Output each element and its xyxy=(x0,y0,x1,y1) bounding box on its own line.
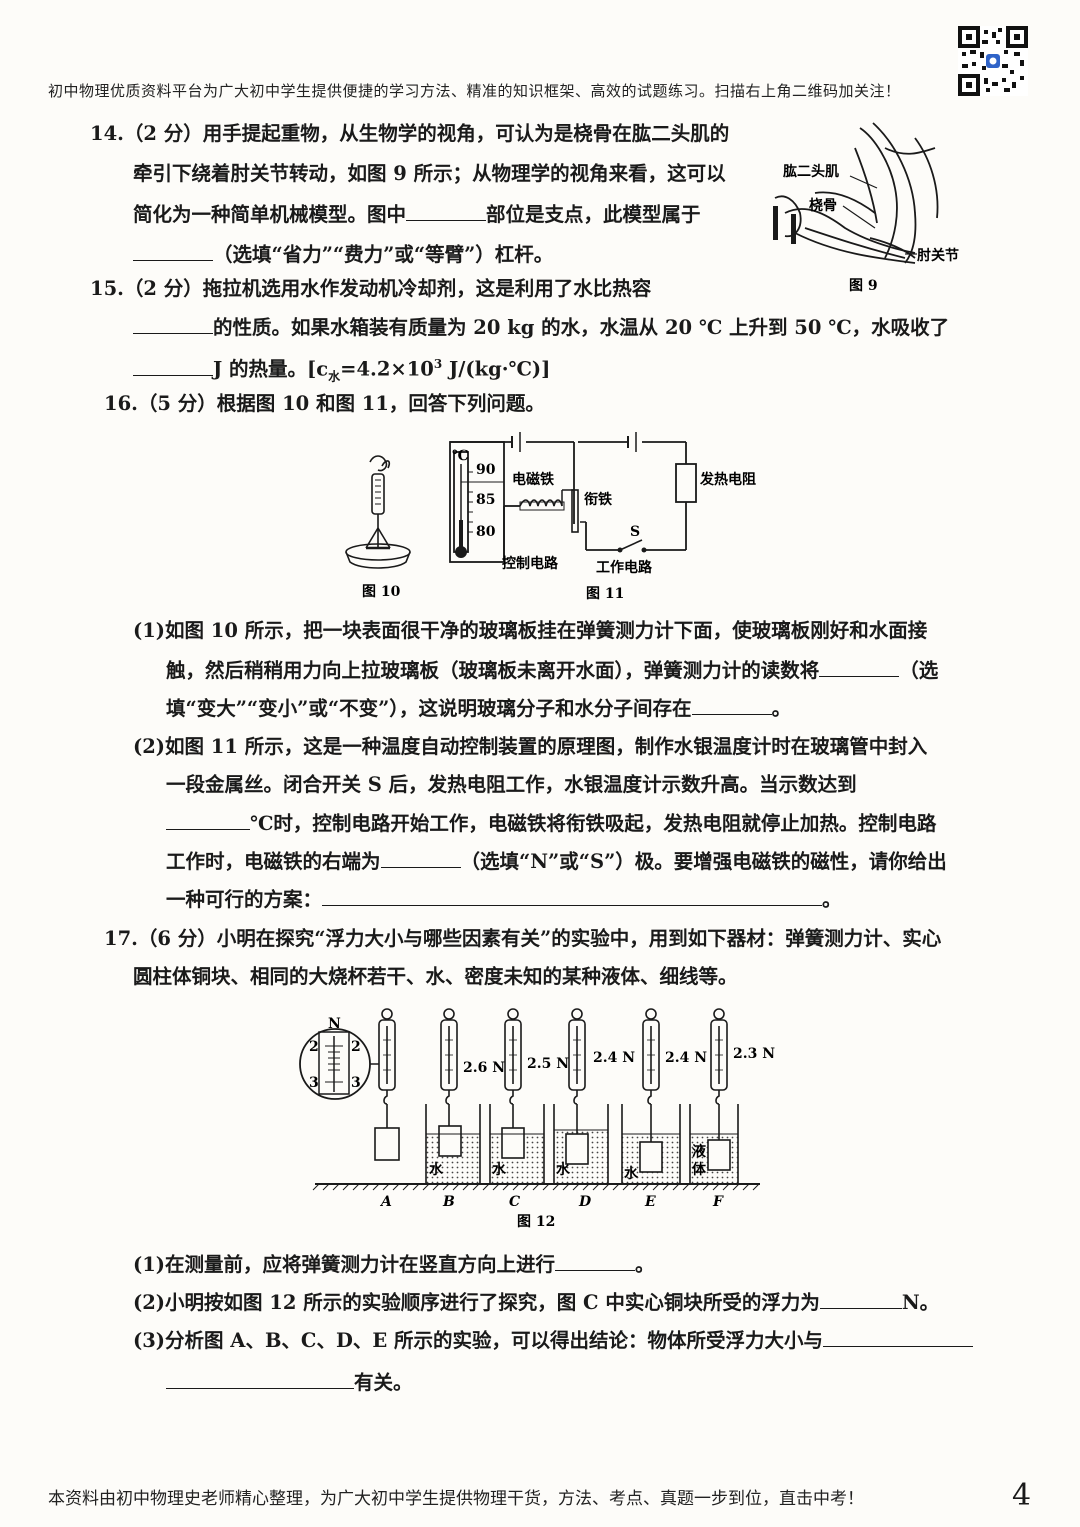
page-number: 4 xyxy=(1012,1478,1032,1513)
figure-12-buoyancy: N 2 2 3 3 xyxy=(299,1008,775,1230)
fig9-radius-label: 桡骨 xyxy=(809,197,837,214)
fig11-control-circuit-label: 控制电路 xyxy=(502,555,559,572)
q16-blank-force[interactable] xyxy=(691,694,772,715)
fig11-tick-80: 80 xyxy=(476,524,496,540)
q14-line1: 14.（2 分）用手提起重物，从生物学的视角，可认为是桡骨在肱二头肌的 xyxy=(90,122,730,145)
fig11-work-circuit-label: 工作电路 xyxy=(596,559,653,576)
q16-blank-temperature[interactable] xyxy=(166,809,250,830)
q15-line2: 的性质。如果水箱装有质量为 20 kg 的水，水温从 20 ℃ 上升到 50 ℃… xyxy=(133,313,949,342)
q15-line3: J 的热量。[c水=4.2×103 J/(kg·℃)] xyxy=(133,350,550,390)
fig12-reading-d: 2.4 N xyxy=(593,1050,635,1066)
q16-p1-line2: 触，然后稍稍用力向上拉玻璃板（玻璃板未离开水面），弹簧测力计的读数将（选 xyxy=(166,656,938,685)
fig11-armature-label: 衔铁 xyxy=(584,491,612,508)
fig11-tick-85: 85 xyxy=(476,492,495,508)
fig11-tick-90: 90 xyxy=(476,462,496,478)
fig12-label-c: C xyxy=(509,1194,520,1210)
fig12-water-b: 水 xyxy=(429,1161,444,1178)
fig12-water-e: 水 xyxy=(624,1165,639,1182)
fig9-caption: 图 9 xyxy=(849,278,878,294)
figure-11-circuit: ℃ 90 85 80 电磁铁 衔铁 发热电阻 S 控制电路 工作电路 图 11 xyxy=(449,432,756,602)
q17-p3: (3)分析图 A、B、C、D、E 所示的实验，可以得出结论：物体所受浮力大小与 xyxy=(133,1326,974,1355)
q16-p2-line4: 工作时，电磁铁的右端为（选填“N”或“S”）极。要增强电磁铁的磁性，请你给出 xyxy=(166,847,947,876)
q17-blank-buoyancy[interactable] xyxy=(819,1288,902,1309)
fig12-reading-f: 2.3 N xyxy=(733,1046,775,1062)
fig11-unit: ℃ xyxy=(452,448,469,464)
fig11-electromagnet-label: 电磁铁 xyxy=(512,471,554,488)
q15-blank-property[interactable] xyxy=(133,313,213,334)
q16-p2-line1: (2)如图 11 所示，这是一种温度自动控制装置的原理图，制作水银温度计时在玻璃… xyxy=(133,735,928,758)
q16-p1-line3: 填“变大”“变小”或“不变”），这说明玻璃分子和水分子间存在。 xyxy=(166,694,791,723)
q16-p2-line5: 一种可行的方案：。 xyxy=(166,885,842,914)
q14-line3: 简化为一种简单机械模型。图中部位是支点，此模型属于 xyxy=(133,200,701,229)
fig12-unit-label: N xyxy=(328,1016,341,1032)
fig12-liquid-1: 液 xyxy=(692,1143,707,1160)
fig11-heater-label: 发热电阻 xyxy=(699,471,756,488)
fig12-water-d: 水 xyxy=(556,1161,571,1178)
figure-9-arm: 肱二头肌 桡骨 肘关节 图 9 xyxy=(773,122,959,294)
q14-blank-lever-type[interactable] xyxy=(133,240,213,261)
header-banner: 初中物理优质资料平台为广大初中学生提供便捷的学习方法、精准的知识框架、高效的试题… xyxy=(48,82,901,100)
fig9-elbow-label: 肘关节 xyxy=(917,247,959,264)
q16-blank-pole[interactable] xyxy=(380,847,461,868)
fig12-label-e: E xyxy=(644,1194,656,1210)
q17-line1: 17.（6 分）小明在探究“浮力大小与哪些因素有关”的实验中，用到如下器材：弹簧… xyxy=(104,927,942,950)
footer-note: 本资料由初中物理史老师精心整理，为广大初中学生提供物理干货，方法、考点、真题一步… xyxy=(48,1489,864,1509)
fig12-label-a: A xyxy=(379,1194,392,1210)
fig12-caption: 图 12 xyxy=(517,1214,555,1230)
fig10-caption: 图 10 xyxy=(362,584,401,600)
fig11-caption: 图 11 xyxy=(586,586,624,602)
q16-p1-line1: (1)如图 10 所示，把一块表面很干净的玻璃板挂在弹簧测力计下面，使玻璃板刚好… xyxy=(133,619,928,642)
q14-blank-fulcrum[interactable] xyxy=(406,200,487,221)
fig12-mag-3-left: 3 xyxy=(309,1075,319,1091)
q16-p2-line3: ℃时，控制电路开始工作，电磁铁将衔铁吸起，发热电阻就停止加热。控制电路 xyxy=(166,809,936,838)
fig9-biceps-label: 肱二头肌 xyxy=(783,163,839,180)
fig12-reading-b: 2.6 N xyxy=(463,1060,505,1076)
fig12-reading-c: 2.5 N xyxy=(527,1056,569,1072)
fig12-water-c: 水 xyxy=(492,1161,507,1178)
q16-intro: 16.（5 分）根据图 10 和图 11，回答下列问题。 xyxy=(104,392,545,415)
q17-line2: 圆柱体铜块、相同的大烧杯若干、水、密度未知的某种液体、细线等。 xyxy=(133,965,738,988)
qr-code-icon[interactable] xyxy=(958,26,1028,96)
fig12-label-f: F xyxy=(712,1194,724,1210)
q17-blank-factor-part2[interactable] xyxy=(166,1368,354,1389)
fig12-liquid-2: 体 xyxy=(692,1161,707,1178)
q15-blank-heat[interactable] xyxy=(133,355,213,376)
fig12-mag-3-right: 3 xyxy=(351,1075,361,1091)
q15-line1: 15.（2 分）拖拉机选用水作发动机冷却剂，这是利用了水比热容 xyxy=(90,277,652,300)
figure-10-glass-plate: 图 10 xyxy=(345,455,411,600)
q17-p4: 有关。 xyxy=(166,1368,413,1397)
q16-blank-plan[interactable] xyxy=(322,885,823,906)
fig12-reading-e: 2.4 N xyxy=(665,1050,707,1066)
q16-blank-reading[interactable] xyxy=(819,656,900,677)
q16-p2-line2: 一段金属丝。闭合开关 S 后，发热电阻工作，水银温度计示数升高。当示数达到 xyxy=(166,773,857,796)
fig12-mag-2-left: 2 xyxy=(309,1039,319,1055)
fig12-mag-2-right: 2 xyxy=(351,1039,361,1055)
fig12-label-d: D xyxy=(578,1194,592,1210)
fig12-label-b: B xyxy=(442,1194,455,1210)
q17-blank-zero[interactable] xyxy=(555,1250,636,1271)
q17-p2: (2)小明按如图 12 所示的实验顺序进行了探究，图 C 中实心铜块所受的浮力为… xyxy=(133,1288,939,1317)
fig11-switch-label: S xyxy=(630,524,640,540)
q14-line2: 牵引下绕着肘关节转动，如图 9 所示；从物理学的视角来看，这可以 xyxy=(133,162,726,185)
q14-line4: （选填“省力”“费力”或“等臂”）杠杆。 xyxy=(133,240,553,269)
q17-p1: (1)在测量前，应将弹簧测力计在竖直方向上进行。 xyxy=(133,1250,655,1279)
q17-blank-factor-part1[interactable] xyxy=(823,1326,974,1347)
